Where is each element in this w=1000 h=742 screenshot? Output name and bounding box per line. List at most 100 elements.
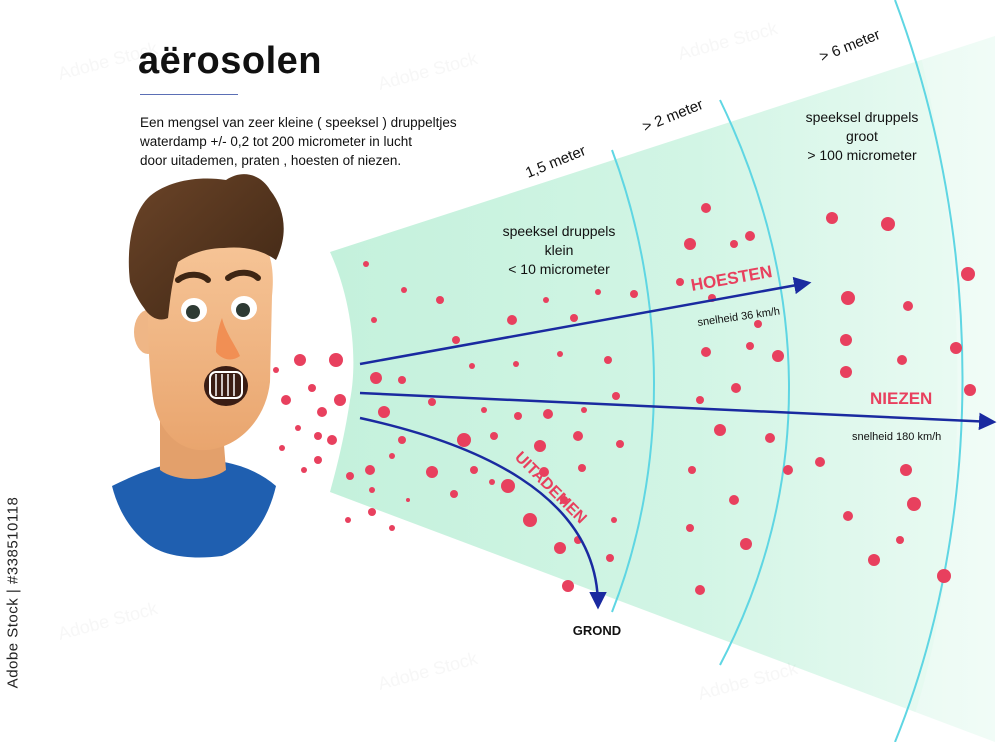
teeth-lines xyxy=(215,374,235,396)
mouth xyxy=(204,366,248,406)
droplet xyxy=(294,354,306,366)
droplet xyxy=(843,511,853,521)
droplet xyxy=(573,431,583,441)
svg-text:Adobe Stock: Adobe Stock xyxy=(376,48,481,94)
droplets xyxy=(258,203,976,595)
droplet xyxy=(731,383,741,393)
description-line3: door uitademen, praten , hoesten of niez… xyxy=(140,153,402,168)
svg-text:Adobe Stock: Adobe Stock xyxy=(676,18,781,64)
droplet xyxy=(740,538,752,550)
droplet xyxy=(903,301,913,311)
svg-text:Adobe Stock: Adobe Stock xyxy=(56,598,161,644)
droplet xyxy=(457,433,471,447)
droplet xyxy=(534,440,546,452)
large-droplets-line1: speeksel druppels xyxy=(806,109,919,125)
droplet xyxy=(896,536,904,544)
ring-6m xyxy=(894,0,964,742)
small-droplets-line3: < 10 micrometer xyxy=(508,261,610,277)
right-eye-pupil xyxy=(236,303,250,317)
droplet xyxy=(514,412,522,420)
description-line1: Een mengsel van zeer kleine ( speeksel )… xyxy=(140,115,457,130)
droplet xyxy=(964,384,976,396)
droplet xyxy=(578,464,586,472)
droplet xyxy=(612,392,620,400)
left-eye-pupil xyxy=(186,305,200,319)
droplet xyxy=(314,456,322,464)
shirt xyxy=(112,462,276,558)
droplet xyxy=(604,356,612,364)
person-illustration xyxy=(112,174,284,558)
ring-2m xyxy=(719,99,790,666)
droplet xyxy=(595,289,601,295)
droplet xyxy=(281,395,291,405)
droplet xyxy=(783,465,793,475)
droplet xyxy=(570,314,578,322)
left-eyebrow xyxy=(175,271,211,283)
droplet xyxy=(729,495,739,505)
droplet xyxy=(481,407,487,413)
droplet xyxy=(695,585,705,595)
droplet xyxy=(523,513,537,527)
small-droplets-label: speeksel druppels klein < 10 micrometer xyxy=(503,223,616,277)
description: Een mengsel van zeer kleine ( speeksel )… xyxy=(140,113,520,170)
droplet xyxy=(701,347,711,357)
right-eyebrow xyxy=(225,269,261,281)
droplet xyxy=(696,396,704,404)
svg-text:Adobe Stock: Adobe Stock xyxy=(696,658,801,704)
droplet xyxy=(436,296,444,304)
droplet xyxy=(368,508,376,516)
droplet xyxy=(334,394,346,406)
droplet xyxy=(490,432,498,440)
hair xyxy=(128,174,284,320)
stock-id: Adobe Stock | #338510118 xyxy=(4,496,22,689)
droplet xyxy=(389,453,395,459)
droplet xyxy=(428,398,436,406)
label-grond: GROND xyxy=(573,623,621,638)
droplet xyxy=(406,498,410,502)
droplet xyxy=(452,336,460,344)
droplet xyxy=(317,407,327,417)
droplet xyxy=(398,376,406,384)
droplet xyxy=(543,409,553,419)
droplet xyxy=(826,212,838,224)
droplet xyxy=(606,554,614,562)
droplet xyxy=(765,433,775,443)
teeth xyxy=(209,371,243,399)
droplet xyxy=(686,524,694,532)
droplet xyxy=(378,406,390,418)
arrow-uitademen xyxy=(359,416,607,610)
droplet xyxy=(714,424,726,436)
droplet xyxy=(314,432,322,440)
title-underline xyxy=(140,94,238,95)
droplet xyxy=(950,342,962,354)
droplet xyxy=(754,320,762,328)
large-droplets-line3: > 100 micrometer xyxy=(807,147,917,163)
droplet xyxy=(676,278,684,286)
svg-text:Adobe Stock: Adobe Stock xyxy=(376,648,481,694)
droplet xyxy=(365,465,375,475)
spray-cone xyxy=(330,36,995,742)
small-droplets-line2: klein xyxy=(545,242,574,258)
droplet xyxy=(295,425,301,431)
droplet xyxy=(273,367,279,373)
large-droplets-line2: groot xyxy=(846,128,878,144)
droplet xyxy=(840,366,852,378)
droplet xyxy=(426,466,438,478)
droplet xyxy=(684,238,696,250)
page-title: aërosolen xyxy=(138,40,323,82)
droplet xyxy=(554,542,566,554)
label-niezen: NIEZEN xyxy=(870,389,932,408)
droplet xyxy=(745,231,755,241)
droplet xyxy=(772,350,784,362)
nose xyxy=(216,318,240,360)
droplet xyxy=(840,334,852,346)
droplet xyxy=(507,315,517,325)
droplet xyxy=(746,342,754,350)
droplet xyxy=(868,554,880,566)
droplet xyxy=(469,363,475,369)
droplet xyxy=(346,472,354,480)
droplet xyxy=(398,436,406,444)
droplet xyxy=(616,440,624,448)
droplet xyxy=(815,457,825,467)
arrow-hoesten xyxy=(359,276,812,366)
